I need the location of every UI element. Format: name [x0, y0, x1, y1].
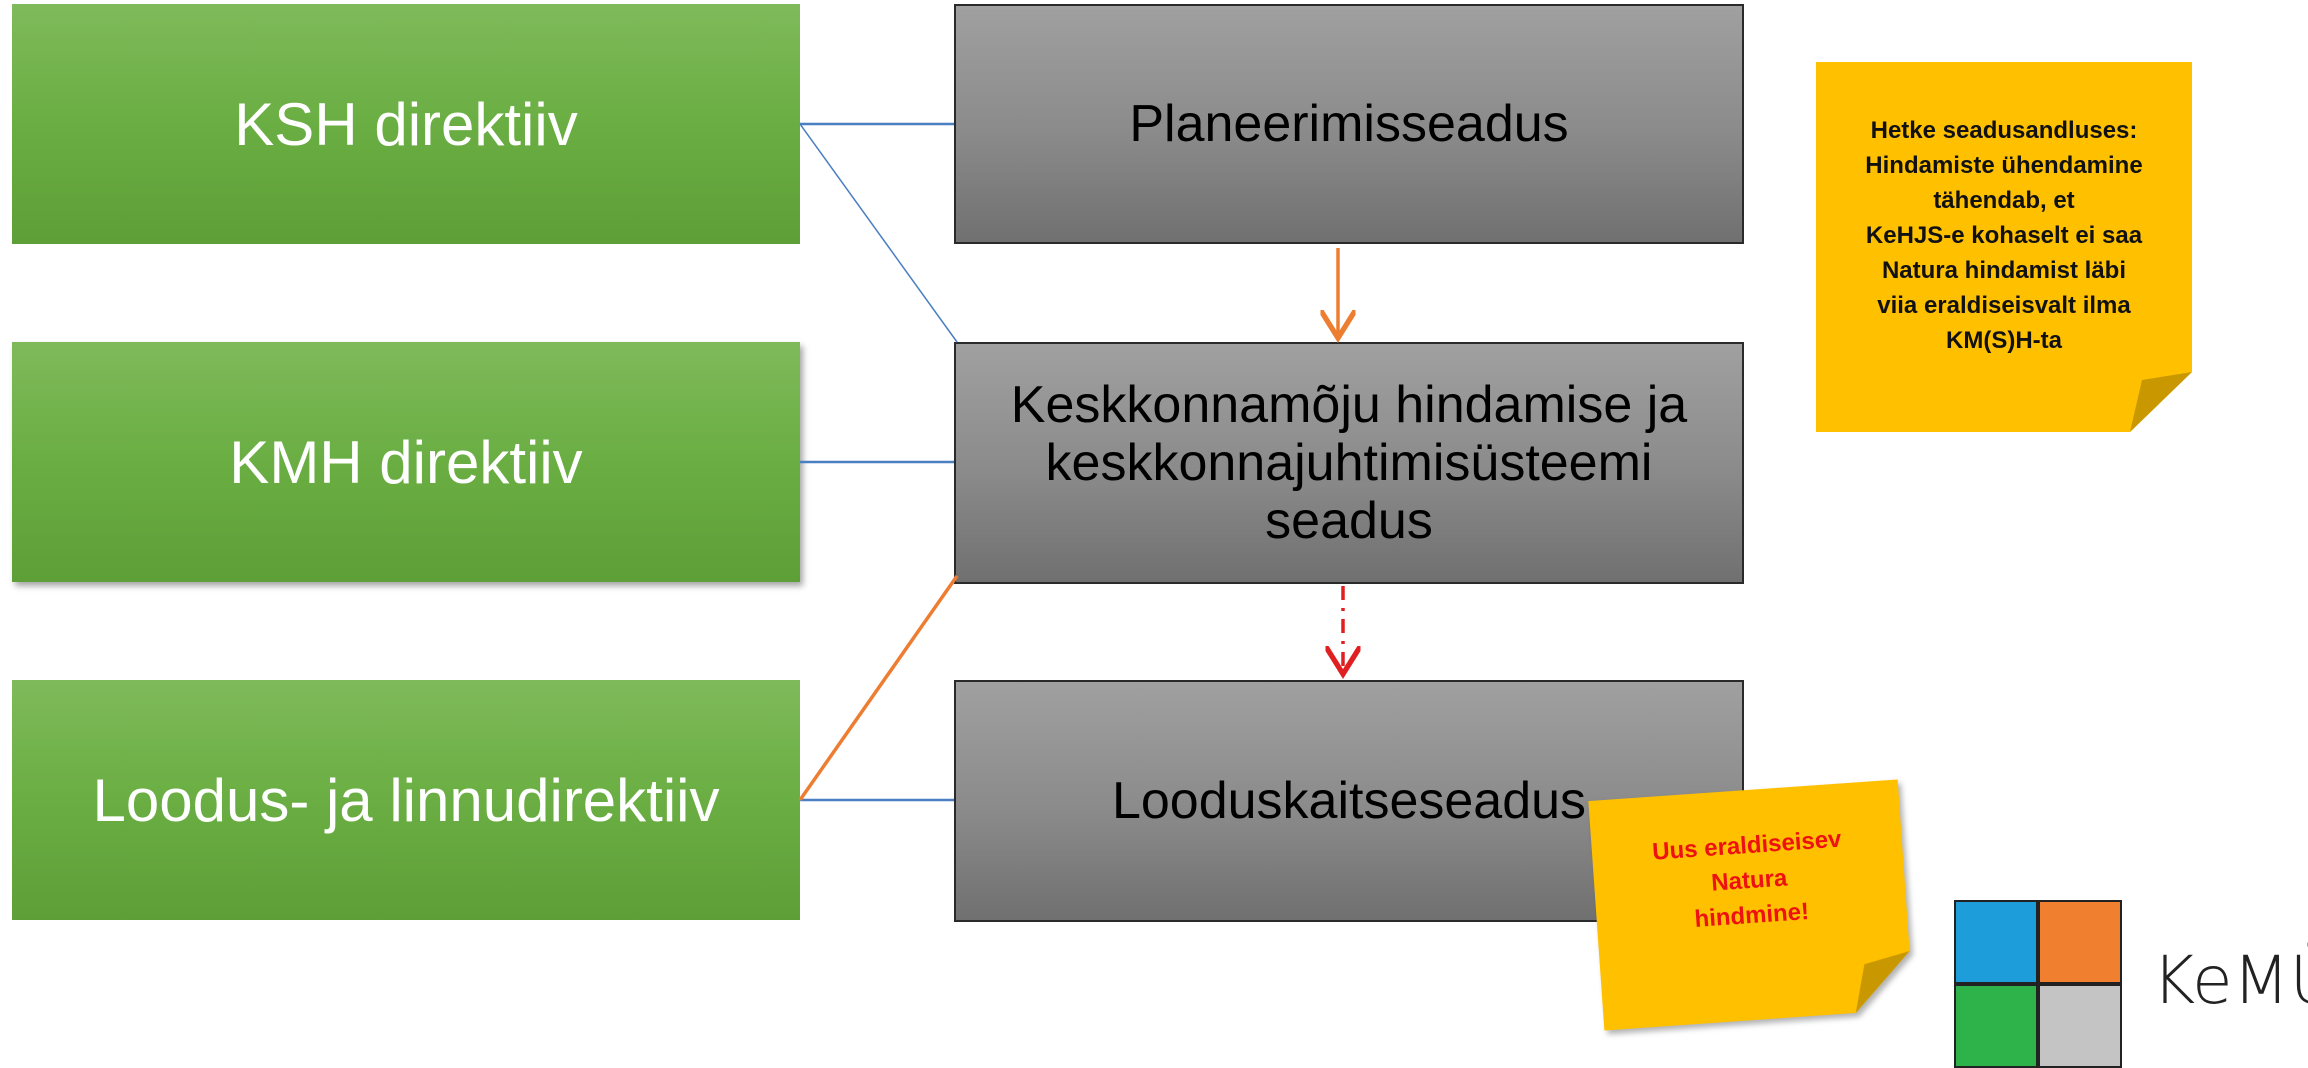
kehjs-label-line2: keskkonnajuhtimisüsteemi seadus	[1045, 433, 1653, 551]
kehjs-box: Keskkonnamõju hindamise ja keskkonnajuht…	[954, 342, 1744, 584]
kemu-logo	[1954, 900, 2124, 1068]
looduskaitseseadus-label: Looduskaitseseadus	[1111, 771, 1587, 830]
bottom-note-text: Uus eraldiseisev Natura hindmine!	[1591, 817, 1908, 943]
planeerimisseadus-box: Planeerimisseadus	[954, 4, 1744, 244]
loodus-directive-box: Loodus- ja linnudirektiiv	[12, 680, 800, 920]
top-note-line: KeHJS-e kohaselt ei saa	[1865, 221, 2143, 249]
logo-green-square	[1954, 984, 2038, 1068]
bottom-note-shape	[1588, 779, 1910, 1031]
kemu-logo-text: KeMÜ	[2152, 942, 2308, 1019]
loodus-to-kehjs-connector	[798, 574, 959, 802]
bottom-note-line: Natura	[1710, 864, 1789, 897]
kehjs-label-line1: Keskkonnamõju hindamise ja	[1010, 375, 1688, 434]
top-note-line: Hindamiste ühendamine	[1865, 151, 2143, 179]
top-note-line: Hetke seadusandluses:	[1870, 116, 2138, 144]
ksh-directive-label: KSH direktiiv	[234, 90, 578, 158]
top-note-line: tähendab, et	[1933, 186, 2075, 214]
kmh-directive-box: KMH direktiiv	[12, 342, 800, 582]
planeerimisseadus-label: Planeerimisseadus	[1129, 94, 1569, 153]
top-note-line: viia eraldiseisvalt ilma	[1877, 291, 2131, 319]
logo-orange-square	[2038, 900, 2122, 984]
ksh-to-kehjs-connector	[799, 123, 958, 343]
top-sticky-note: Hetke seadusandluses: Hindamiste ühendam…	[1826, 105, 2182, 365]
logo-gray-square	[2038, 984, 2122, 1068]
logo-blue-square	[1954, 900, 2038, 984]
top-note-line: Natura hindamist läbi	[1881, 256, 2127, 284]
ksh-directive-box: KSH direktiiv	[12, 4, 800, 244]
top-note-line: KM(S)H-ta	[1946, 326, 2062, 354]
loodus-directive-label: Loodus- ja linnudirektiiv	[92, 766, 720, 834]
kmh-directive-label: KMH direktiiv	[229, 428, 583, 496]
bottom-sticky-note: Uus eraldiseisev Natura hindmine!	[1588, 779, 1913, 1031]
